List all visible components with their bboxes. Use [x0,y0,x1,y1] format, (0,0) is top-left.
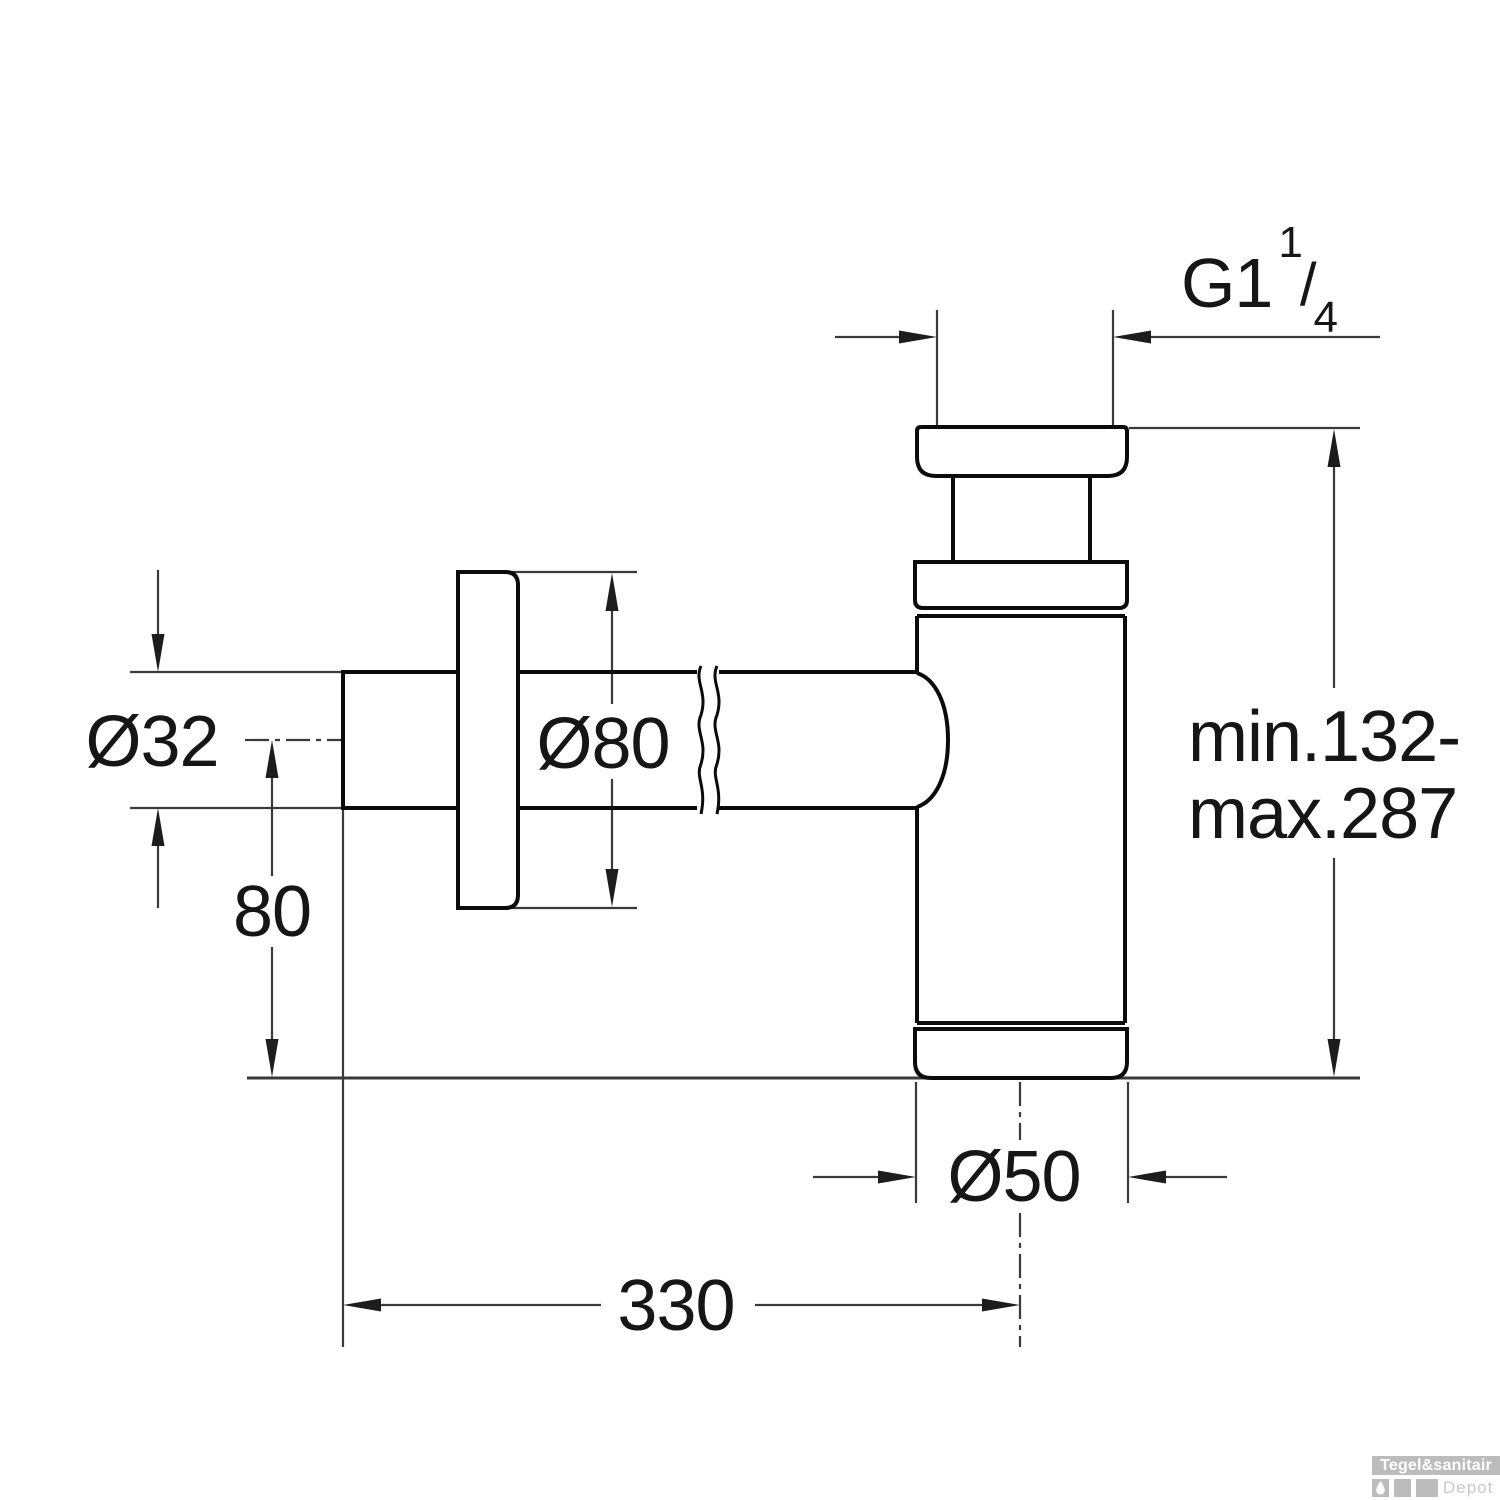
arrow-down-icon [265,1039,279,1077]
arrow-up-icon [265,740,279,778]
height-range-label: min.132- max.287 [1188,697,1461,854]
wall-flange [456,570,520,910]
pipe-break-squiggle-left [697,665,705,815]
thread-main-text: G1 [1180,244,1273,322]
watermark-bottom-row: Depot [1372,1478,1500,1498]
arrow-down-icon [151,634,165,672]
install-length-label: 330 [617,1266,735,1346]
pipe-body-junction [916,671,951,809]
collar-nut [913,560,1129,610]
dimension-arrowheads [151,330,1341,1312]
arrow-right-icon [899,330,937,344]
arrow-up-icon [1327,429,1341,467]
arrow-right-icon [982,1298,1020,1312]
bottom-cap [913,1027,1129,1080]
siphon-outline [341,425,1129,1080]
watermark-logo: Tegel&sanitair Depot [1372,1456,1500,1498]
pipe-break-squiggle-right [713,665,721,815]
arrow-up-icon [151,808,165,846]
logo-square-drop [1372,1479,1389,1497]
logo-square [1394,1479,1411,1497]
dimension-lines [130,310,1380,1347]
top-flange-nut [915,425,1129,478]
inlet-height-label: 80 [232,872,312,952]
thread-denominator: 4 [1313,293,1339,342]
arrow-right-icon [878,1170,916,1184]
flange-diameter-label: Ø80 [536,704,670,784]
body-diameter-label: Ø50 [947,1137,1081,1217]
thread-size-label: G11/4 [1180,218,1338,342]
water-drop-icon [1376,1480,1385,1494]
logo-square [1416,1479,1438,1497]
fraction-slash: / [1299,251,1317,318]
brand-name-bar: Tegel&sanitair [1372,1456,1500,1475]
height-min-text: min.132- [1188,697,1461,777]
thread-numerator: 1 [1278,217,1303,267]
arrow-down-icon [1327,1039,1341,1077]
arrow-left-icon [1113,330,1151,344]
inlet-diameter-label: Ø32 [85,702,219,782]
height-max-text: max.287 [1188,774,1458,854]
arrow-up-icon [605,573,619,611]
arrow-left-icon [343,1298,381,1312]
arrow-left-icon [1128,1170,1166,1184]
product-line-text: Depot [1443,1478,1494,1497]
arrow-down-icon [605,869,619,907]
